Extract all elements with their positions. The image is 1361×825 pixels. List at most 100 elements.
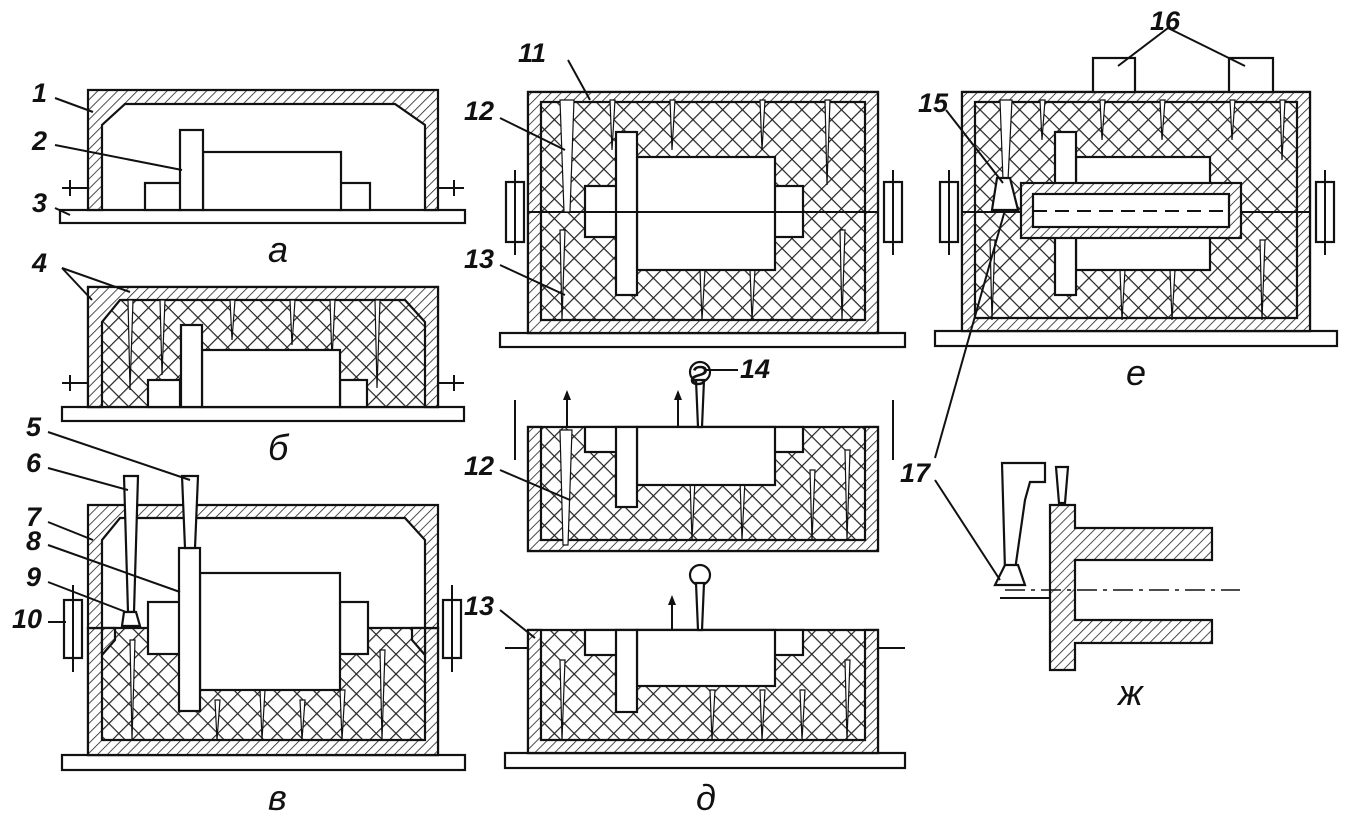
- panel-zh: [993, 461, 1240, 672]
- panel-v: [60, 474, 467, 772]
- drag-flask-frame: [526, 628, 880, 755]
- leader-8: [47, 544, 181, 593]
- pattern-body: [198, 571, 342, 692]
- captions: а б в г д е ж: [268, 229, 1146, 818]
- pattern-core-print: [143, 181, 183, 212]
- lifting-rod: [694, 581, 706, 632]
- leader-6: [47, 467, 129, 491]
- gate-pattern: [120, 610, 142, 628]
- pattern-core-print: [338, 378, 369, 409]
- pattern-flange: [179, 323, 204, 409]
- leader-4b: [61, 267, 131, 293]
- leader-lines: [47, 27, 1246, 639]
- caption-a: а: [268, 229, 288, 270]
- sprue-system: [1000, 461, 1047, 572]
- label-13-top: 13: [464, 244, 494, 274]
- label-2: 2: [31, 126, 47, 156]
- panel-g: [498, 90, 907, 349]
- molding-board: [503, 751, 907, 770]
- mold-flask-frame: [526, 90, 880, 335]
- flask-frame-left: [86, 88, 440, 212]
- vent-channels: [559, 659, 851, 741]
- leader-11: [567, 59, 591, 101]
- label-15: 15: [918, 88, 949, 118]
- flask-frame: [86, 285, 440, 409]
- caption-e: е: [1126, 352, 1146, 393]
- leader-15: [945, 109, 1004, 184]
- panel-d: [503, 360, 907, 770]
- leader-1: [54, 97, 94, 113]
- molding-board: [58, 208, 467, 225]
- label-7: 7: [26, 502, 43, 532]
- pattern-core-print: [338, 181, 372, 212]
- leader-12-top: [499, 117, 566, 151]
- mold-weight: [1091, 56, 1137, 94]
- panel-e: [933, 56, 1339, 348]
- leader-12-bottom: [499, 469, 571, 501]
- vent-channels: [129, 639, 386, 741]
- caption-zh: ж: [1116, 672, 1145, 713]
- sprue-pattern: [122, 474, 140, 614]
- label-4: 4: [31, 248, 47, 278]
- caption-d: д: [696, 777, 716, 818]
- drag-cavity: [635, 628, 777, 688]
- caption-g: г: [690, 352, 708, 393]
- mold-weight: [1227, 56, 1275, 94]
- label-5: 5: [26, 412, 42, 442]
- leader-2: [54, 144, 183, 171]
- mold-cavity: [635, 155, 777, 272]
- leader-9: [47, 581, 127, 613]
- pattern-body: [200, 348, 342, 409]
- leader-17a: [934, 209, 1006, 459]
- vent-channels: [127, 299, 381, 391]
- pattern-flange: [177, 546, 202, 713]
- panel-b: [60, 285, 466, 423]
- cope-flask-frame: [526, 425, 880, 553]
- leader-16b: [1167, 27, 1246, 67]
- molding-board: [498, 331, 907, 349]
- leader-4a: [61, 267, 93, 301]
- label-1: 1: [32, 78, 47, 108]
- label-9: 9: [26, 562, 41, 592]
- label-11: 11: [518, 38, 546, 68]
- leader-17b: [934, 479, 1001, 581]
- molding-board: [60, 405, 466, 423]
- leader-5: [47, 431, 191, 481]
- molding-board: [933, 329, 1339, 348]
- cope-cavity-flange: [614, 425, 639, 509]
- leader-16a: [1117, 27, 1169, 67]
- label-16: 16: [1150, 6, 1181, 36]
- mold-cavity-flange: [614, 130, 639, 297]
- lifting-rod: [694, 378, 706, 429]
- label-12-top: 12: [464, 96, 494, 126]
- pattern-flange: [178, 128, 205, 212]
- pattern-core-print: [338, 600, 370, 656]
- pattern-core-print: [146, 378, 182, 409]
- lift-arrowhead: [668, 595, 676, 605]
- caption-v: в: [268, 777, 287, 818]
- caption-b: б: [268, 427, 290, 468]
- pattern-body: [201, 150, 343, 212]
- casting-section: [1048, 503, 1214, 672]
- leader-13-top: [499, 264, 566, 296]
- label-3: 3: [32, 188, 47, 218]
- molding-board: [60, 753, 467, 772]
- mold-flask-frame: [960, 90, 1312, 333]
- panel-a: [58, 88, 467, 225]
- leader-7: [47, 521, 94, 541]
- gate: [993, 563, 1027, 587]
- leader-13-bottom: [499, 609, 536, 639]
- drag-cavity-flange: [614, 628, 639, 714]
- label-13-bottom: 13: [464, 591, 494, 621]
- label-8: 8: [26, 526, 41, 556]
- part-labels: 1 2 3 4 5 6 7 8 9 10 11 12 13 14 12 13 1…: [12, 6, 1181, 634]
- label-14: 14: [740, 354, 770, 384]
- lift-arrowhead: [674, 390, 682, 400]
- lift-arrowhead: [563, 390, 571, 400]
- label-12-bottom: 12: [464, 451, 494, 481]
- label-10: 10: [12, 604, 42, 634]
- riser-pattern: [180, 474, 200, 550]
- label-6: 6: [26, 448, 42, 478]
- vent-channels: [559, 99, 846, 321]
